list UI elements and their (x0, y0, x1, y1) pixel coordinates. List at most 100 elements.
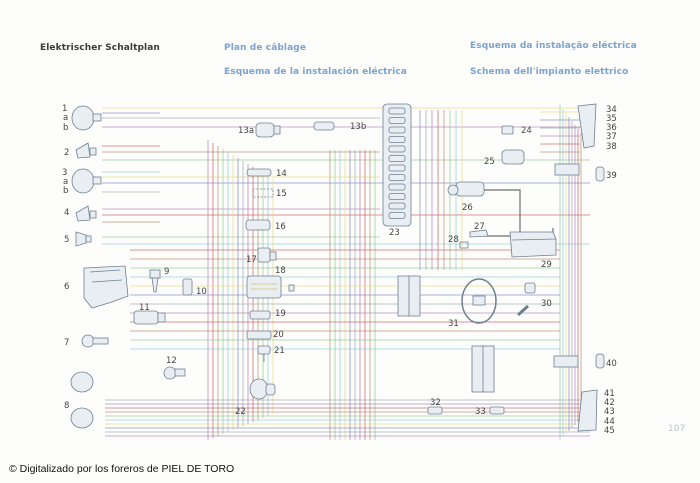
label-3a: a (63, 177, 68, 187)
battery-29-icon (509, 231, 557, 258)
label-5: 5 (64, 235, 69, 245)
rear-lamp-8a-icon (70, 371, 94, 393)
fuse (388, 145, 406, 153)
label-32: 32 (430, 398, 441, 408)
label-25: 25 (484, 157, 495, 167)
label-35: 35 (606, 114, 617, 124)
label-24: 24 (521, 126, 532, 136)
label-13b: 13b (350, 122, 366, 132)
fuse (388, 107, 406, 115)
starter-motor-26-icon (447, 181, 485, 197)
label-22: 22 (235, 407, 246, 417)
label-8: 8 (64, 401, 69, 411)
connector-40-block-icon (553, 355, 579, 368)
fuse (388, 202, 406, 210)
label-6: 6 (64, 282, 69, 292)
label-10: 10 (196, 287, 207, 297)
title-portuguese: Esquema da instalação eléctrica (470, 41, 637, 51)
fuse (388, 193, 406, 200)
front-lamp-4-icon (75, 205, 97, 222)
engine-6-icon (83, 265, 129, 309)
label-16: 16 (275, 222, 286, 232)
label-14: 14 (276, 169, 287, 179)
fuse (388, 155, 406, 162)
label-1: 1 (62, 104, 67, 114)
headlight-1-icon (71, 105, 102, 131)
label-3b: b (63, 186, 68, 196)
switch-12-icon (163, 366, 186, 380)
rear-light-cluster-left-icon (577, 389, 598, 432)
fuse-box-23-icon (382, 103, 412, 227)
switch-17-icon (257, 247, 277, 263)
rear-lamp-8b-icon (70, 407, 94, 429)
label-41: 41 (604, 389, 615, 399)
label-31: 31 (448, 319, 459, 329)
label-28: 28 (448, 235, 459, 245)
label-7: 7 (64, 338, 69, 348)
switch-19-icon (249, 310, 271, 320)
distributor-9-icon (149, 269, 161, 293)
wiper-motor-13a-icon (255, 122, 281, 138)
fuse (388, 183, 406, 191)
fuse (388, 117, 406, 124)
title-spanish: Esquema de la instalación eléctrica (224, 67, 407, 77)
label-4: 4 (64, 208, 69, 218)
label-27: 27 (474, 222, 485, 232)
label-19: 19 (275, 309, 286, 319)
label-44: 44 (604, 417, 615, 427)
generator-25-icon (501, 149, 525, 165)
front-lamp-2-icon (75, 142, 97, 159)
label-36: 36 (606, 123, 617, 133)
headlight-3-icon (71, 168, 102, 194)
label-20: 20 (273, 330, 284, 340)
label-3: 3 (62, 168, 67, 178)
credit-text: © Digitalizado por los foreros de PIEL D… (9, 463, 235, 475)
page-number: 107 (668, 424, 686, 434)
relay-27-icon (469, 229, 489, 238)
label-23: 23 (389, 228, 400, 238)
wires-layer (102, 105, 590, 440)
label-39: 39 (606, 171, 617, 181)
label-13a: 13a (238, 126, 254, 136)
label-2: 2 (64, 148, 69, 158)
label-11: 11 (139, 303, 150, 313)
rear-light-cluster-right-icon (577, 103, 597, 149)
lamp-39-icon (595, 166, 605, 182)
label-30: 30 (541, 299, 552, 309)
label-12: 12 (166, 356, 177, 366)
ignition-coil-10-icon (182, 278, 193, 296)
wire (484, 189, 521, 232)
switch-21-icon (257, 345, 271, 362)
steering-wheel-31-icon (461, 278, 497, 324)
label-21: 21 (274, 346, 285, 356)
switch-32-icon (427, 406, 443, 415)
regulator-24-icon (501, 125, 514, 135)
label-18: 18 (275, 266, 286, 276)
labels-layer: 1 a b 2 3 a b 4 5 6 7 8 9 10 11 12 13a 1… (62, 104, 617, 436)
label-29: 29 (541, 260, 552, 270)
alternator-11-icon (133, 310, 166, 325)
label-38: 38 (606, 142, 617, 152)
connector-block-lower-icon (471, 345, 495, 393)
label-15: 15 (276, 189, 287, 199)
fuel-sender-30-icon (516, 282, 536, 317)
label-43: 43 (604, 407, 615, 417)
relay-28-icon (459, 241, 469, 249)
title-german: Elektrischer Schaltplan (40, 43, 160, 53)
horn-5-icon (75, 231, 92, 247)
label-17: 17 (246, 255, 257, 265)
label-26: 26 (462, 203, 473, 213)
ignition-switch-22-icon (249, 378, 276, 400)
label-34: 34 (606, 105, 617, 115)
brake-sensor-7-icon (81, 334, 109, 348)
label-42: 42 (604, 398, 615, 408)
title-french: Plan de câblage (224, 43, 307, 53)
title-italian: Schema dell'impianto elettrico (470, 67, 629, 77)
label-37: 37 (606, 132, 617, 142)
label-40: 40 (606, 359, 617, 369)
connector-block-upper-icon (397, 275, 421, 317)
fuse (388, 212, 406, 219)
switch-33-icon (489, 406, 505, 415)
label-1b: b (63, 123, 68, 133)
